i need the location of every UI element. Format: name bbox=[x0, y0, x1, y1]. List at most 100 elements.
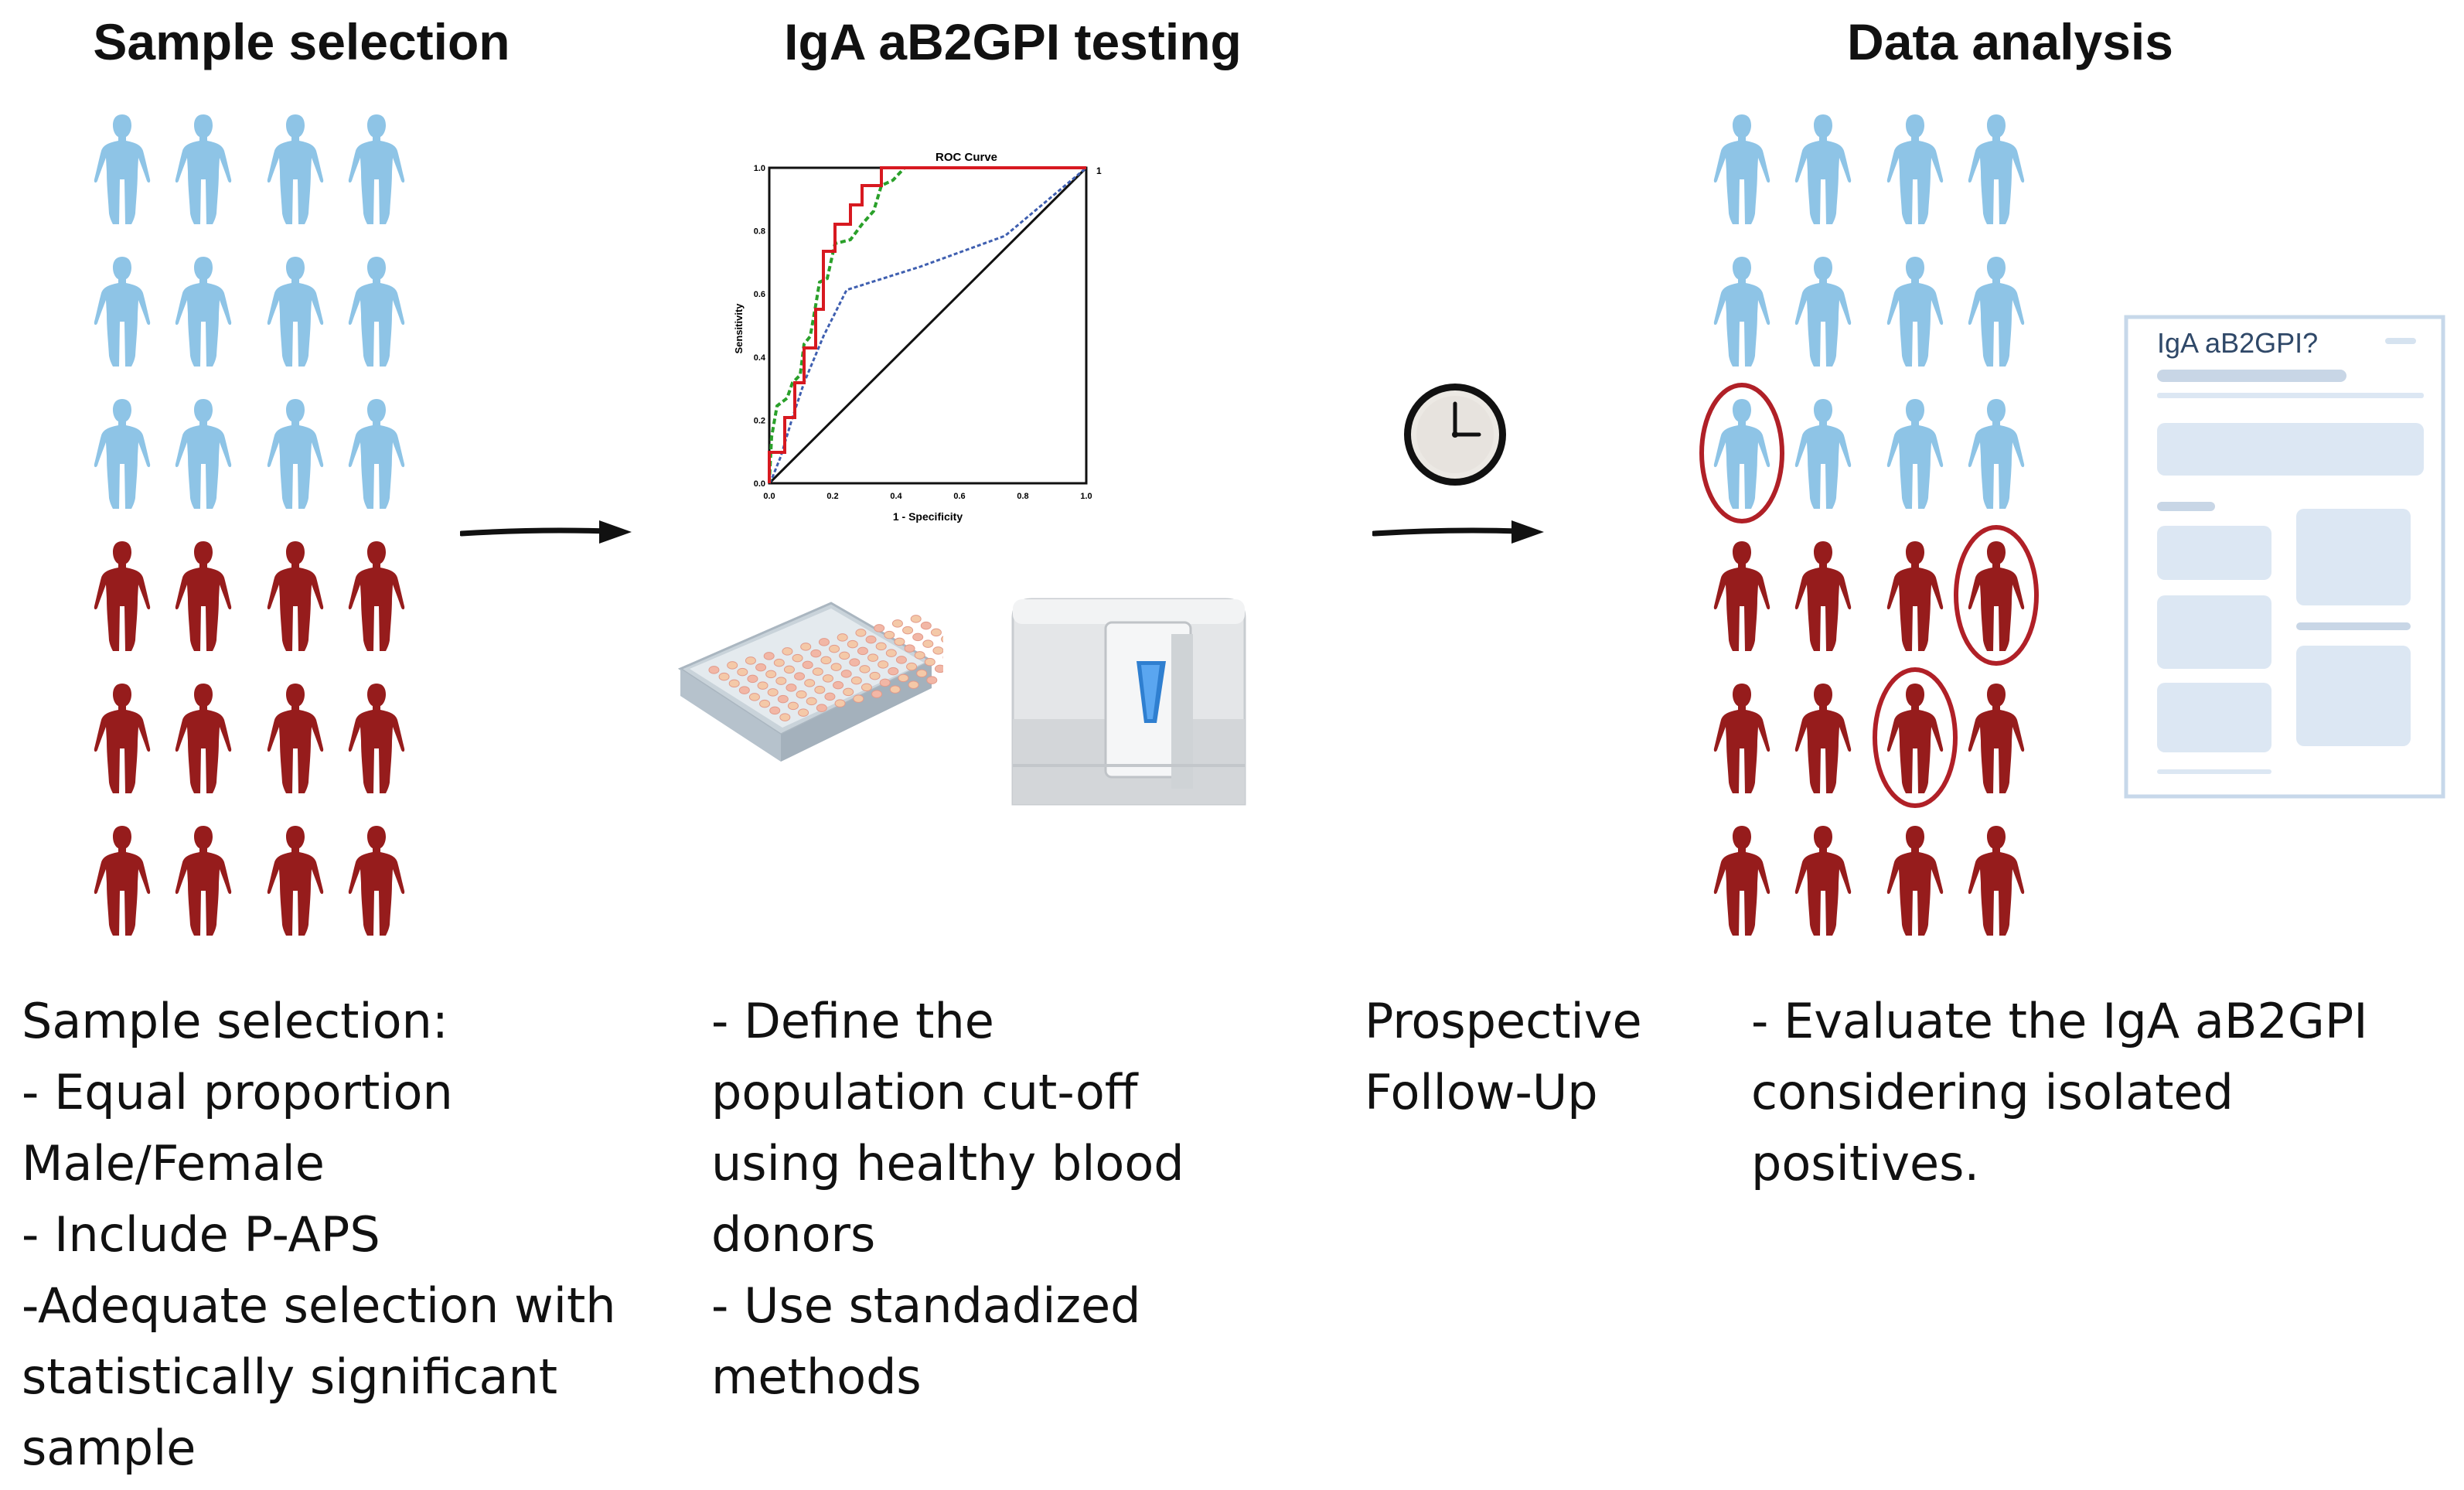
plate-well bbox=[824, 692, 836, 701]
clock-icon bbox=[1404, 384, 1506, 486]
plate-well bbox=[898, 673, 909, 683]
plate-well bbox=[814, 685, 826, 694]
plate-well bbox=[895, 656, 907, 664]
plate-well bbox=[924, 657, 936, 667]
caption-analysis: - Evaluate the IgA aB2GPI considering is… bbox=[1751, 993, 2368, 1192]
plate-well bbox=[794, 672, 806, 680]
person-icon-patient bbox=[348, 826, 405, 936]
person-icon-healthy bbox=[175, 399, 232, 509]
plate-well bbox=[820, 656, 832, 665]
plate-well bbox=[775, 677, 787, 685]
plate-well bbox=[837, 633, 848, 642]
plate-well bbox=[783, 665, 795, 674]
plate-well bbox=[908, 680, 919, 689]
roc-curve-chart: ROC Curve Sensitivity 1 - Specificity 0.… bbox=[733, 151, 1102, 523]
plate-well bbox=[773, 658, 785, 667]
plate-well bbox=[859, 665, 871, 673]
plate-well bbox=[922, 639, 934, 648]
plate-well bbox=[889, 685, 901, 694]
person-icon-patient bbox=[1886, 541, 1944, 651]
person-icon-healthy bbox=[1886, 114, 1944, 224]
plate-well bbox=[802, 660, 813, 670]
plate-well bbox=[804, 679, 816, 687]
person-icon-healthy bbox=[1886, 257, 1944, 367]
person-icon-healthy bbox=[348, 257, 405, 367]
plate-well bbox=[833, 680, 844, 690]
plate-well bbox=[926, 676, 938, 684]
person-icon-patient bbox=[94, 684, 151, 793]
plate-well bbox=[930, 628, 942, 637]
plate-well bbox=[934, 664, 943, 673]
heading-testing: IgA aB2GPI testing bbox=[784, 13, 1242, 70]
plate-well bbox=[738, 686, 750, 694]
plate-well bbox=[904, 644, 915, 653]
sample-population-grid bbox=[81, 97, 445, 955]
plate-well bbox=[765, 670, 777, 679]
heading-data-analysis: Data analysis bbox=[1847, 13, 2173, 70]
person-icon-patient bbox=[348, 541, 405, 651]
roc-title: ROC Curve bbox=[936, 151, 997, 164]
roc-reference-diagonal bbox=[768, 166, 1088, 485]
roc-x-tick-label: 1.0 bbox=[1080, 492, 1092, 501]
person-icon-healthy bbox=[1968, 114, 2025, 224]
arrow-right-icon bbox=[1372, 520, 1544, 544]
person-icon-patient bbox=[175, 826, 232, 936]
plate-well bbox=[912, 632, 924, 642]
person-icon-healthy bbox=[1794, 257, 1852, 367]
plate-well bbox=[727, 661, 738, 670]
people-figures bbox=[1699, 114, 2039, 936]
roc-x-tick-label: 0.6 bbox=[953, 492, 965, 501]
plate-well bbox=[855, 629, 867, 637]
arrow-right-icon bbox=[460, 520, 632, 544]
plate-well bbox=[745, 656, 756, 665]
plate-well bbox=[786, 684, 797, 692]
plate-well bbox=[782, 647, 793, 656]
plate-well bbox=[849, 658, 861, 667]
caption-sample-selection: Sample selection: - Equal proportion Mal… bbox=[22, 993, 616, 1476]
person-icon-healthy bbox=[1794, 399, 1852, 509]
plate-well bbox=[885, 649, 897, 657]
person-icon-healthy bbox=[348, 114, 405, 224]
plate-well bbox=[728, 679, 740, 688]
person-icon-healthy bbox=[1968, 399, 2025, 509]
plate-well bbox=[875, 642, 887, 651]
microplate-icon bbox=[677, 602, 943, 762]
plate-well bbox=[800, 643, 812, 651]
plate-well bbox=[769, 706, 781, 715]
plate-well bbox=[902, 626, 914, 635]
roc-x-tick-label: 0.2 bbox=[826, 492, 838, 501]
person-icon-patient bbox=[1968, 826, 2025, 936]
person-icon-healthy bbox=[94, 399, 151, 509]
roc-y-tick-label: 0.2 bbox=[754, 416, 765, 425]
plate-well bbox=[850, 676, 862, 685]
plate-well bbox=[798, 708, 809, 717]
plate-well bbox=[840, 670, 852, 678]
person-icon-patient bbox=[267, 826, 324, 936]
plate-well bbox=[891, 619, 903, 628]
person-icon-patient bbox=[348, 684, 405, 793]
plate-well bbox=[763, 652, 775, 660]
person-icon-patient bbox=[1713, 684, 1770, 793]
person-icon-healthy bbox=[94, 257, 151, 367]
plate-well bbox=[818, 638, 830, 646]
person-icon-patient bbox=[94, 826, 151, 936]
person-icon-patient bbox=[1886, 826, 1944, 936]
roc-y-tick-label: 0.0 bbox=[754, 479, 765, 489]
plate-well bbox=[748, 693, 760, 701]
plate-well bbox=[884, 630, 895, 639]
plate-well bbox=[747, 674, 758, 684]
person-icon-patient bbox=[1713, 541, 1770, 651]
plate-well bbox=[839, 651, 850, 660]
plate-well bbox=[787, 701, 799, 711]
person-icon-healthy bbox=[1713, 399, 1770, 509]
plate-well bbox=[757, 681, 769, 690]
plate-well bbox=[812, 667, 823, 676]
plate-well bbox=[834, 699, 846, 707]
person-icon-healthy bbox=[267, 399, 324, 509]
person-icon-healthy bbox=[1794, 114, 1852, 224]
plate-well bbox=[916, 669, 928, 678]
plate-well bbox=[861, 683, 872, 692]
plate-well bbox=[871, 690, 883, 698]
person-icon-patient bbox=[1794, 684, 1852, 793]
plate-well bbox=[894, 637, 905, 646]
